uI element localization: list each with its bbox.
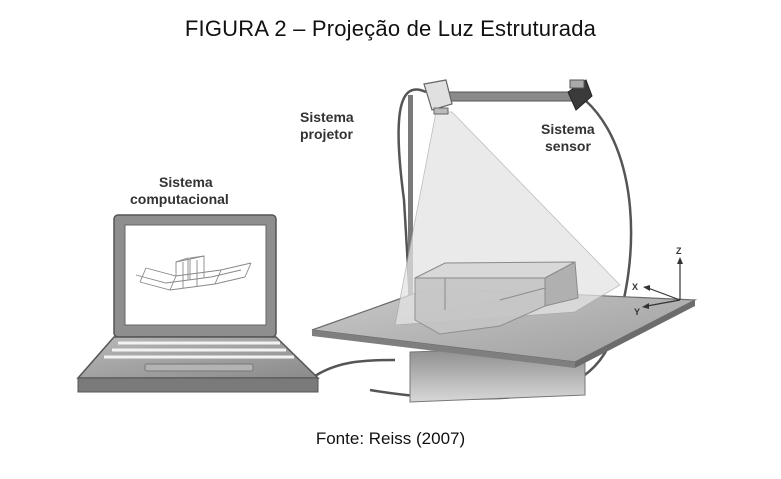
label-sensor-line-2: sensor [545, 138, 591, 154]
axis-y-label: Y [634, 307, 640, 317]
label-sensor: Sistema sensor [541, 121, 599, 154]
sensor-arm [429, 91, 581, 102]
axis-x-label: X [632, 282, 638, 292]
projector-cable [397, 88, 427, 301]
label-projector-line-2: projetor [300, 126, 353, 142]
label-computer-line-1: Sistema [159, 174, 213, 190]
sensor-camera [567, 79, 593, 111]
label-computer-line-2: computacional [130, 191, 229, 207]
screen-wireframe [135, 255, 252, 291]
projector-pole [408, 95, 413, 330]
object-side [544, 261, 579, 307]
touchpad [144, 363, 254, 372]
computer-cable [311, 358, 396, 380]
figure-source: Fonte: Reiss (2007) [315, 429, 466, 448]
table-edge [312, 330, 575, 368]
label-sensor-line-1: Sistema [541, 121, 595, 137]
projector-device [423, 79, 453, 115]
label-projector-line-1: Sistema [300, 109, 354, 125]
label-computer: Sistema computacional [130, 174, 229, 207]
label-projector: Sistema projetor [300, 109, 358, 142]
object-step-2 [499, 287, 546, 301]
coordinate-axes: Z X Y [632, 246, 683, 317]
table-edge-right [575, 300, 695, 368]
keyboard [104, 341, 294, 359]
figure-title: FIGURA 2 – Projeção de Luz Estruturada [184, 16, 597, 41]
laptop-computer [76, 214, 320, 393]
axis-z-label: Z [676, 246, 682, 256]
